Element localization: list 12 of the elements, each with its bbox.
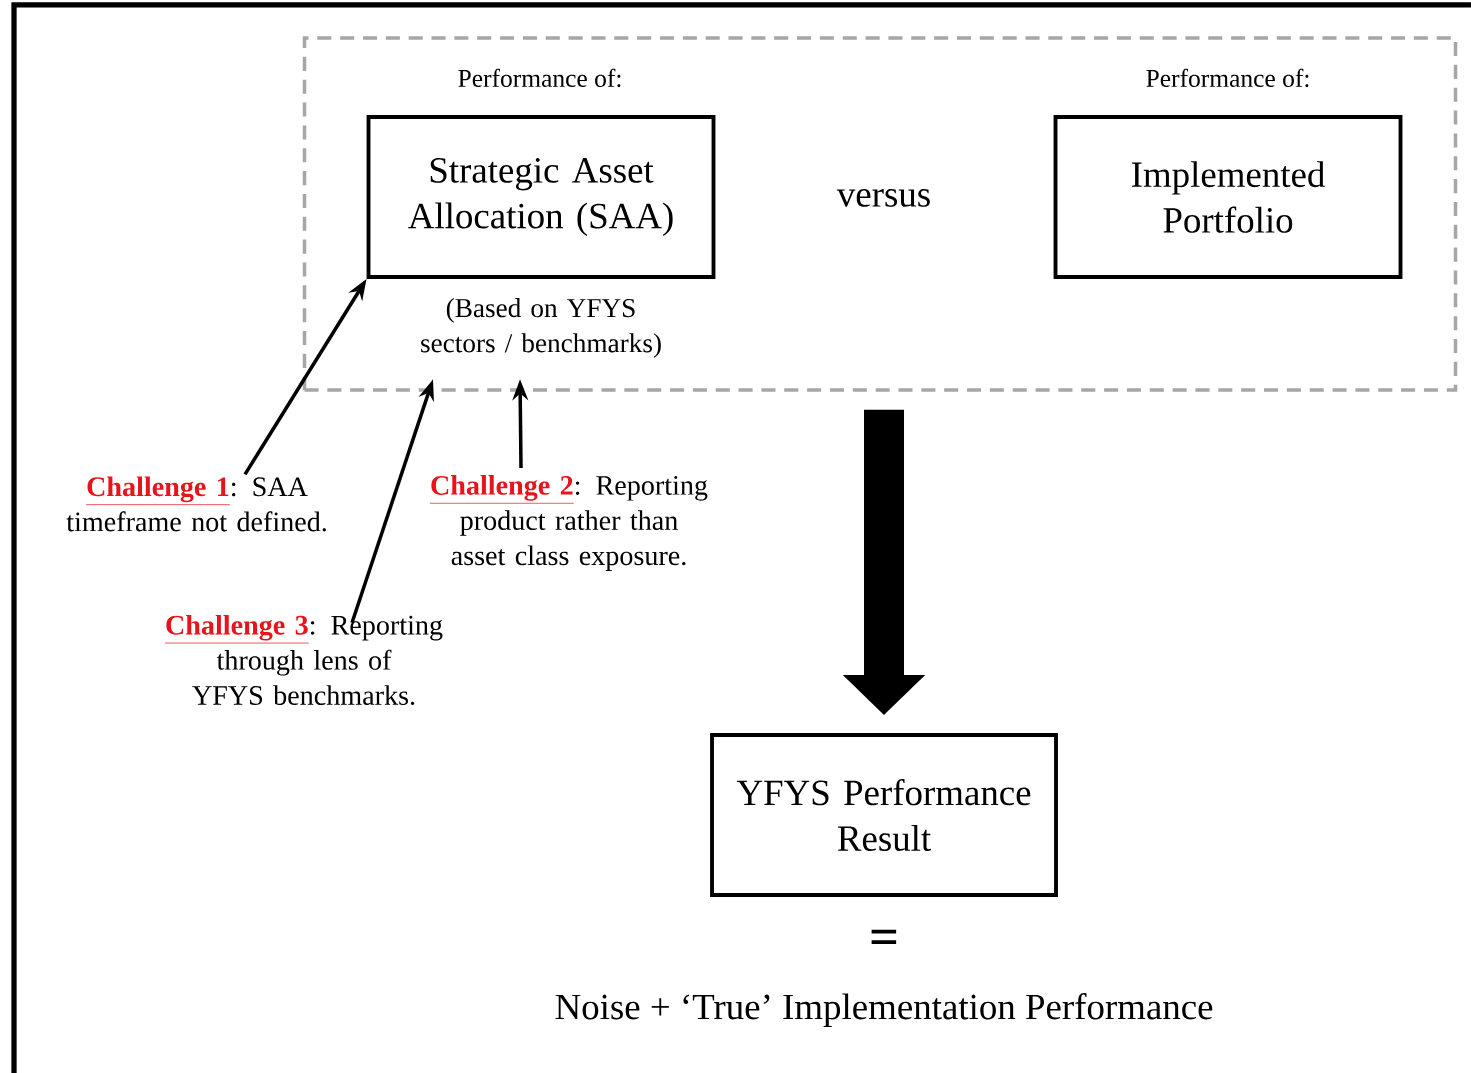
node-label: (Based on YFYS sectors / benchmarks) [421, 298, 661, 358]
result-text: Noise + ‘True’ Implementation Performance [555, 993, 1213, 1027]
callout-text: Challenge 3: Reporting through lens of YFYS benchmarks. [164, 614, 443, 706]
dashed-frame [302, 36, 1458, 392]
callout-text: Challenge 1: SAA timeframe not defined. [66, 476, 326, 532]
process-box: Strategic Asset Allocation (SAA) [366, 115, 716, 279]
heading: Performance of: [1146, 68, 1309, 88]
heading: Performance of: [458, 68, 621, 88]
process-box: Implemented Portfolio [1053, 115, 1403, 279]
callout-text: Challenge 2: Reporting product rather than asset class exposure. [429, 475, 708, 571]
comparison-word: versus [836, 189, 930, 207]
process-box: YFYS Performance Result [710, 733, 1058, 897]
